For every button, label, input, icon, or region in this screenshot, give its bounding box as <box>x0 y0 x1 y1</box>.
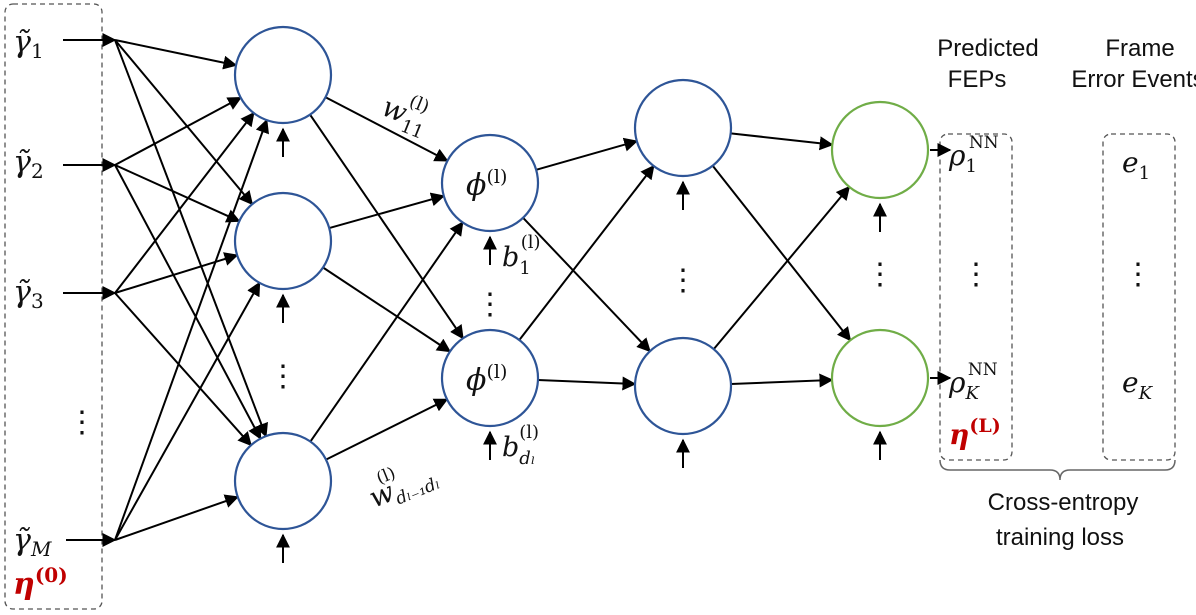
input-to-layer1-13 <box>114 118 269 541</box>
layer2-node-2 <box>440 328 540 428</box>
predicted-feps-dashed-box <box>939 133 1013 461</box>
layer2-to-layer3-25 <box>537 376 637 391</box>
loss-brace <box>939 459 1176 481</box>
layer1-to-layer2-19 <box>322 266 452 353</box>
layer2-phi-2: ϕ(l) <box>466 361 507 398</box>
layer1-node-1 <box>233 25 333 125</box>
input-gamma-2: γ̃2 <box>13 145 44 183</box>
output-vdots: ⋮ <box>865 257 895 292</box>
loss-line1: Cross-entropy <box>988 489 1139 516</box>
e-k-label: eK <box>1122 366 1154 404</box>
input-to-layer1-12 <box>114 292 252 447</box>
layer2-to-layer3-23 <box>522 217 651 353</box>
predicted-header-line1: Predicted <box>937 35 1038 62</box>
output-node-2 <box>830 328 930 428</box>
layer2-to-layer3-24 <box>518 164 655 341</box>
bias-d-label: bdₗ(l) <box>502 422 539 469</box>
predicted-header-line2: FEPs <box>948 66 1007 93</box>
layer3-node-2 <box>633 336 733 436</box>
layer1-node-2 <box>233 191 333 291</box>
events-header-line2: Error Events <box>1071 66 1196 93</box>
input-to-layer1-8 <box>114 164 241 223</box>
network-edges <box>63 33 952 563</box>
layer1-to-layer2-17 <box>309 114 464 340</box>
weight-bottom-label: wdₗ₋₁dₗ(l) <box>361 449 443 518</box>
layer3-vdots: ⋮ <box>668 263 698 298</box>
input-gamma-1: γ̃1 <box>13 25 44 63</box>
network-nodes <box>233 25 930 531</box>
loss-line2: training loss <box>996 524 1124 551</box>
rho-k-label: ρKNN <box>948 360 998 404</box>
layer1-to-layer2-18 <box>328 192 446 230</box>
layer3-to-output-27 <box>711 165 852 342</box>
input-dashed-box <box>4 3 103 610</box>
layer2-to-layer3-22 <box>535 137 639 171</box>
rho-1-label: ρ1NN <box>948 133 999 177</box>
layer1-to-layer2-20 <box>309 221 464 443</box>
layer2-node-1 <box>440 133 540 233</box>
input-to-layer1-4 <box>114 39 238 70</box>
frame-error-events-dashed-box <box>1102 133 1176 461</box>
layer2-phi-1: ϕ(l) <box>466 166 507 203</box>
input-gamma-m: γ̃M <box>13 523 52 561</box>
output-node-1 <box>830 100 930 200</box>
layer2-vdots: ⋮ <box>475 287 505 322</box>
input-to-layer1-9 <box>114 164 262 440</box>
input-gamma-3: γ̃3 <box>13 275 44 313</box>
layer3-to-output-28 <box>712 185 851 350</box>
input-to-layer1-11 <box>114 252 239 294</box>
input-vdots: ⋮ <box>67 405 97 440</box>
weight-top-label: w11(l) <box>375 82 436 143</box>
input-to-layer1-10 <box>114 111 255 294</box>
layer3-to-output-29 <box>730 373 834 388</box>
input-to-layer1-5 <box>114 39 254 206</box>
layer1-to-layer2-16 <box>325 96 449 162</box>
rho-vdots: ⋮ <box>961 257 991 292</box>
input-to-layer1-14 <box>114 281 261 541</box>
bias-1-label: b1(l) <box>502 232 541 279</box>
input-eta-0: η(0) <box>13 563 68 602</box>
output-eta-l: η(L) <box>949 415 1001 451</box>
events-header-line1: Frame <box>1105 35 1174 62</box>
layer3-to-output-26 <box>730 132 834 151</box>
layer3-node-1 <box>633 78 733 178</box>
layer1-node-3 <box>233 431 333 531</box>
input-to-layer1-6 <box>114 39 268 438</box>
e-1-label: e1 <box>1122 146 1150 184</box>
input-to-layer1-7 <box>114 96 242 166</box>
events-vdots: ⋮ <box>1123 257 1153 292</box>
input-to-layer1-15 <box>114 494 240 541</box>
layer1-to-layer2-21 <box>325 398 449 461</box>
layer1-vdots: ⋮ <box>268 359 298 394</box>
